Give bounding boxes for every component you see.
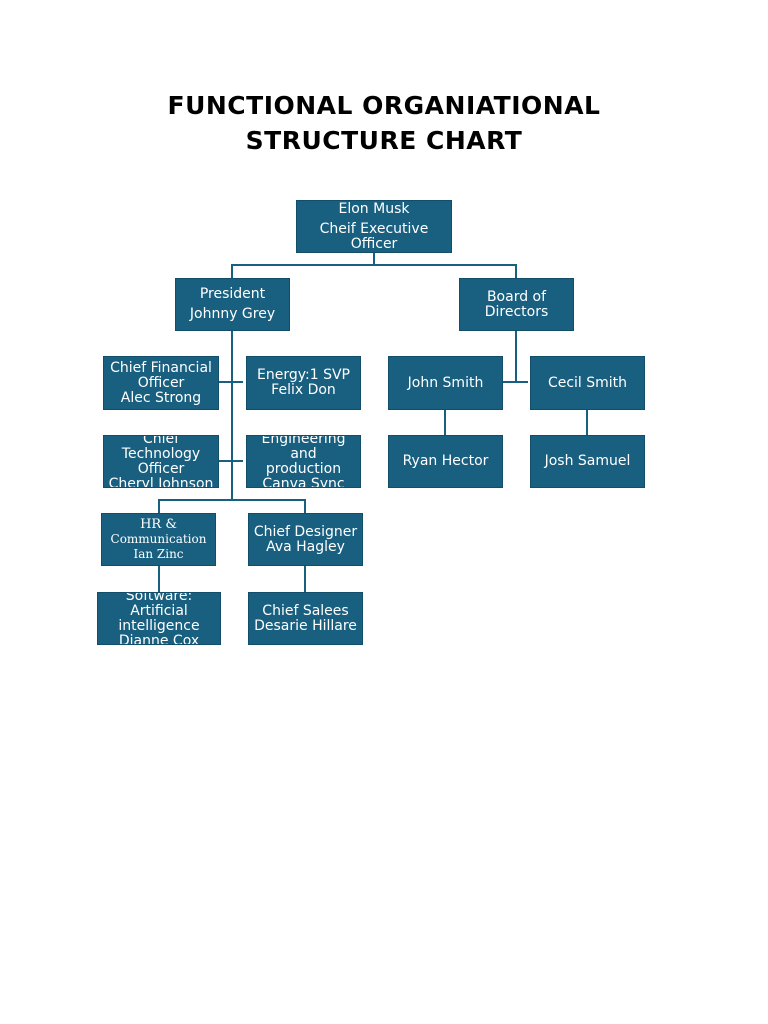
engineering-box: Engineering and production Canva Sync xyxy=(246,435,361,488)
cecil-smith-box: Cecil Smith xyxy=(530,356,645,410)
energy-line-2: Felix Don xyxy=(271,382,336,398)
energy-line-1: Energy:1 SVP xyxy=(257,367,350,383)
cfo-box: Chief Financial Officer Alec Strong xyxy=(103,356,219,410)
president-role: President xyxy=(199,286,266,302)
ceo-box: Elon Musk Cheif Executive Officer xyxy=(296,200,452,253)
president-box: President Johnny Grey xyxy=(175,278,290,331)
designer-line-2: Ava Hagley xyxy=(266,538,345,555)
ceo-role-line-1: Cheif Executive xyxy=(319,220,429,237)
sales-box: Chief Salees Desarie Hillare xyxy=(248,592,363,645)
cto-line-4: Cheryl Johnson xyxy=(108,475,214,488)
hr-line-2: Communication xyxy=(110,532,207,546)
board-line-1: Board of xyxy=(486,288,547,305)
chart-title-line-1: FUNCTIONAL ORGANIATIONAL xyxy=(167,91,601,120)
software-line-4: Dianne Cox xyxy=(118,632,200,645)
cecil-smith-name: Cecil Smith xyxy=(547,374,628,391)
cto-line-3: Officer xyxy=(137,460,185,477)
ryan-hector-name: Ryan Hector xyxy=(402,453,489,469)
hr-line-1: HR & xyxy=(140,517,177,532)
chart-title-line-2: STRUCTURE CHART xyxy=(245,126,523,155)
josh-samuel-box: Josh Samuel xyxy=(530,435,645,488)
josh-samuel-name: Josh Samuel xyxy=(544,453,631,469)
ryan-hector-box: Ryan Hector xyxy=(388,435,503,488)
president-name: Johnny Grey xyxy=(189,306,276,322)
sales-line-1: Chief Salees xyxy=(262,602,349,619)
cto-line-1: Chief xyxy=(142,435,180,447)
cto-box: Chief Technology Officer Cheryl Johnson xyxy=(103,435,219,488)
energy-box: Energy:1 SVP Felix Don xyxy=(246,356,361,410)
hr-box: HR & Communication Ian Zinc xyxy=(101,513,216,566)
designer-box: Chief Designer Ava Hagley xyxy=(248,513,363,566)
ceo-name: Elon Musk xyxy=(338,200,410,217)
john-smith-box: John Smith xyxy=(388,356,503,410)
engineering-line-2: and xyxy=(290,445,317,462)
chart-title: FUNCTIONAL ORGANIATIONAL STRUCTURE CHART xyxy=(0,88,768,158)
engineering-line-3: production xyxy=(265,460,342,477)
engineering-line-4: Canva Sync xyxy=(262,475,345,488)
board-line-2: Directors xyxy=(484,303,549,320)
designer-line-1: Chief Designer xyxy=(253,523,358,540)
sales-line-2: Desarie Hillare xyxy=(254,617,357,634)
software-line-1: Software: xyxy=(125,592,193,604)
software-box: Software: Artificial intelligence Dianne… xyxy=(97,592,221,645)
software-line-2: Artificial xyxy=(130,602,188,619)
ceo-role-line-2: Officer xyxy=(350,235,398,252)
software-line-3: intelligence xyxy=(118,617,200,634)
board-box: Board of Directors xyxy=(459,278,574,331)
cto-line-2: Technology xyxy=(121,445,201,462)
cfo-line-3: Alec Strong xyxy=(120,389,202,406)
hr-line-3: Ian Zinc xyxy=(133,547,184,561)
cfo-line-2: Officer xyxy=(137,374,185,391)
cfo-line-1: Chief Financial xyxy=(110,359,212,376)
john-smith-name: John Smith xyxy=(407,374,484,391)
engineering-line-1: Engineering xyxy=(261,435,346,447)
